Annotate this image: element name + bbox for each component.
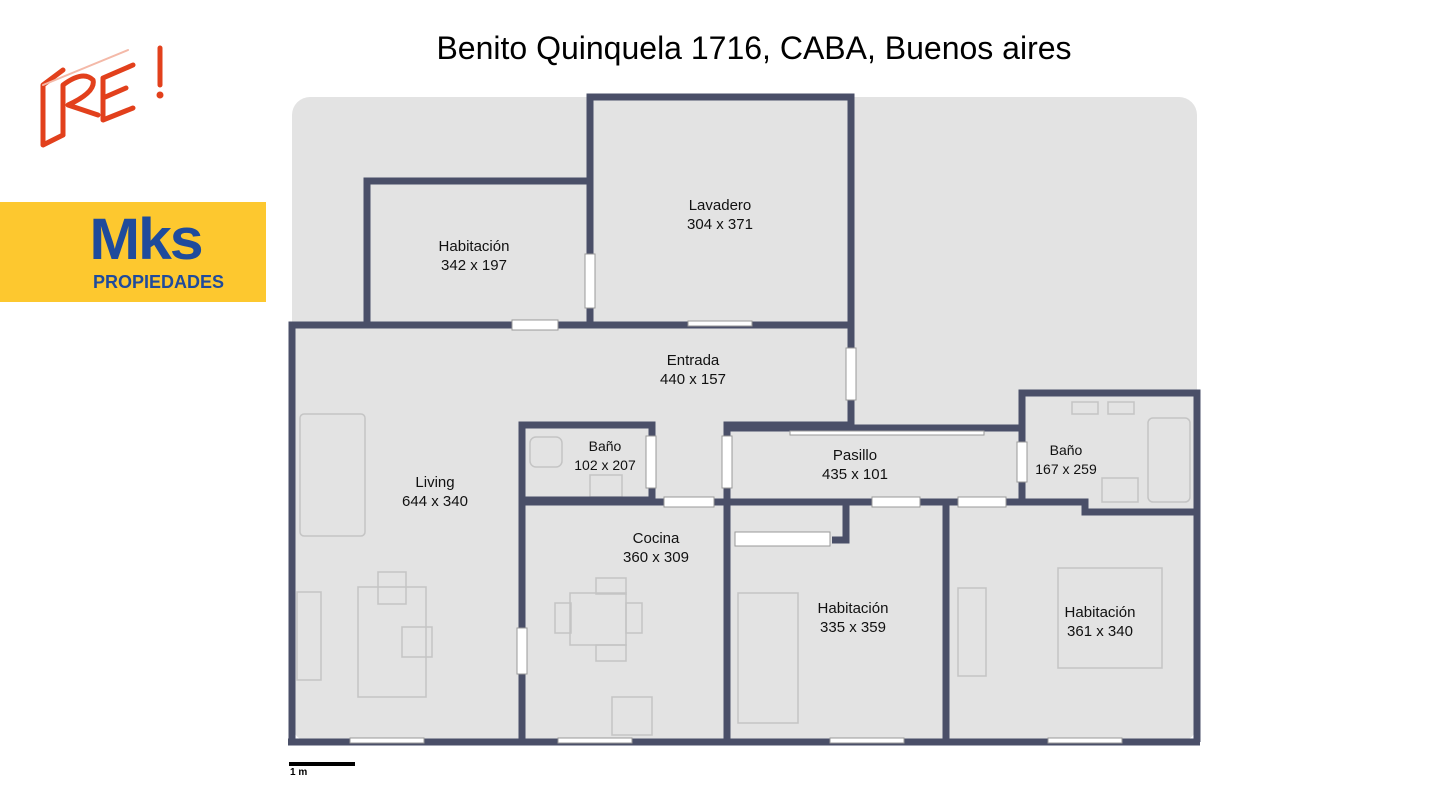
door <box>645 435 657 489</box>
cabinet <box>296 591 322 681</box>
window <box>557 737 633 744</box>
chair <box>401 626 433 658</box>
closet <box>734 531 831 547</box>
room-name: Entrada <box>666 352 720 369</box>
room-living: Living 644 x 340 <box>402 473 468 511</box>
desk <box>357 586 427 698</box>
room-name: Habitación <box>1064 604 1136 621</box>
mks-logo-name: Mks <box>89 207 203 272</box>
mks-logo: Mks PROPIEDADES <box>0 202 266 302</box>
room-name: Habitación <box>817 600 889 617</box>
door <box>845 347 857 401</box>
openings <box>349 253 1123 744</box>
room-size: 304 x 371 <box>687 216 753 233</box>
toilet <box>529 436 563 468</box>
room-size: 167 x 259 <box>1035 461 1097 477</box>
room-name: Lavadero <box>688 197 752 214</box>
scale-bar <box>289 762 355 766</box>
door <box>871 496 921 508</box>
door <box>957 496 1007 508</box>
room-name: Baño <box>1049 442 1083 458</box>
room-size: 360 x 309 <box>623 549 689 566</box>
window <box>1047 737 1123 744</box>
room-bano-right: Baño 167 x 259 <box>1035 441 1097 479</box>
room-cocina: Cocina 360 x 309 <box>623 529 689 567</box>
room-pasillo: Pasillo 435 x 101 <box>822 446 888 484</box>
scale-label: 1 m <box>290 767 308 778</box>
closet <box>789 430 985 436</box>
room-size: 440 x 157 <box>660 371 726 388</box>
door <box>1016 441 1028 483</box>
wardrobe <box>957 587 987 677</box>
mks-logo-subtitle: PROPIEDADES <box>93 272 225 292</box>
room-size: 644 x 340 <box>402 493 468 510</box>
door <box>721 435 733 489</box>
room-name: Cocina <box>632 530 680 547</box>
window <box>349 737 425 744</box>
window <box>829 737 905 744</box>
sink <box>1101 477 1139 503</box>
door <box>516 627 528 675</box>
re-logo <box>38 40 178 160</box>
room-entrada: Entrada 440 x 157 <box>660 351 726 389</box>
bathtub <box>1147 417 1191 503</box>
door <box>584 253 596 309</box>
plan-title: Benito Quinquela 1716, CABA, Buenos aire… <box>436 30 1072 66</box>
room-size: 335 x 359 <box>820 619 886 636</box>
room-habitacion-right: Habitación 361 x 340 <box>1065 603 1136 641</box>
sofa <box>299 413 366 537</box>
furniture <box>296 401 1191 736</box>
room-habitacion-top: Habitación 342 x 197 <box>439 237 510 275</box>
bed <box>737 592 799 724</box>
double-bed <box>1057 567 1163 669</box>
door <box>511 319 559 331</box>
door <box>663 496 715 508</box>
room-habitacion-middle: Habitación 335 x 359 <box>818 599 889 637</box>
room-size: 361 x 340 <box>1067 623 1133 640</box>
room-name: Pasillo <box>832 447 878 464</box>
room-lavadero: Lavadero 304 x 371 <box>687 196 753 234</box>
room-size: 342 x 197 <box>441 257 507 274</box>
floor-area <box>292 97 1197 742</box>
room-name: Living <box>415 474 455 491</box>
room-size: 102 x 207 <box>574 457 636 473</box>
room-bano-small: Baño 102 x 207 <box>574 437 636 475</box>
window <box>687 320 753 327</box>
room-name: Habitación <box>438 238 510 255</box>
stove <box>611 696 653 736</box>
room-size: 435 x 101 <box>822 466 888 483</box>
room-name: Baño <box>588 438 622 454</box>
chair <box>377 571 407 605</box>
